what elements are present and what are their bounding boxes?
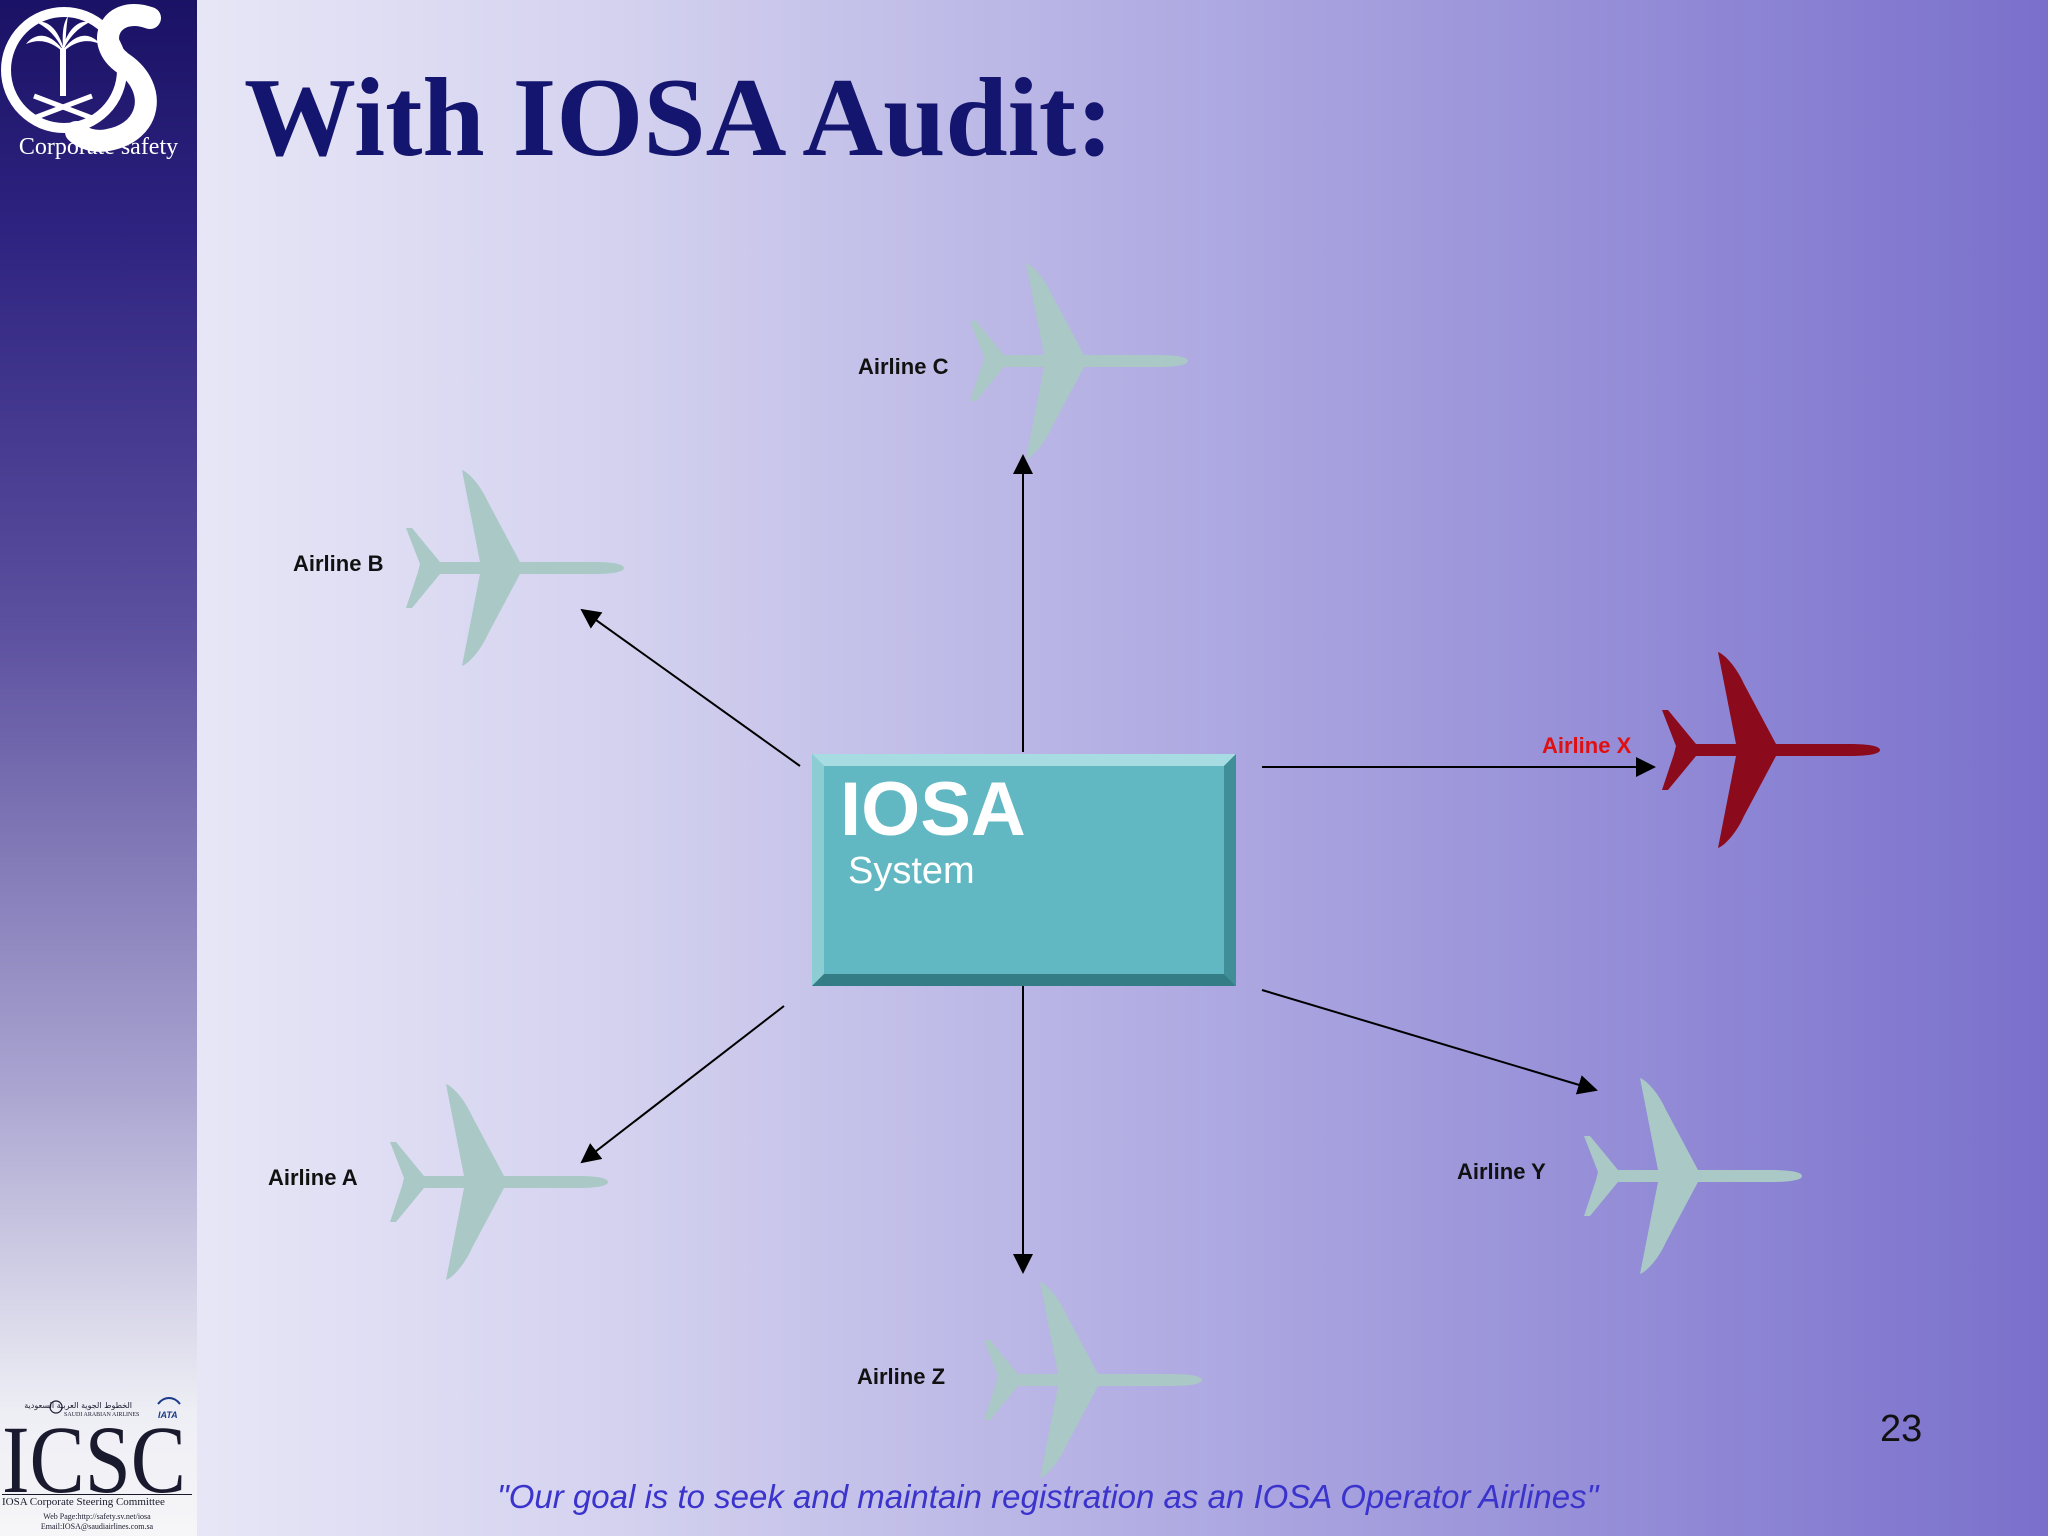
airplane-x-icon xyxy=(1662,652,1880,848)
icsc-logo: الخطوط الجوية العربية السعودية SAUDI ARA… xyxy=(2,1397,186,1494)
icsc-subtitle: IOSA Corporate Steering Committee xyxy=(2,1494,192,1508)
slide-title: With IOSA Audit: xyxy=(244,56,1114,180)
arrow-to-airline-y xyxy=(1261,989,1598,1095)
label-airline-z: Airline Z xyxy=(857,1364,946,1389)
airplane-y-icon xyxy=(1584,1078,1802,1274)
label-airline-x: Airline X xyxy=(1542,733,1632,758)
iosa-system-box xyxy=(812,754,1236,986)
page-number: 23 xyxy=(1880,1408,1923,1450)
sword-icon xyxy=(33,93,93,121)
iata-logo-text: IATA xyxy=(158,1410,178,1420)
arrow-to-airline-b xyxy=(580,608,801,767)
corporate-safety-logo xyxy=(1,4,161,152)
iosa-box-title: IOSA xyxy=(840,767,1026,852)
arrow-to-airline-a xyxy=(580,1005,785,1164)
label-airline-c: Airline C xyxy=(858,354,949,379)
corporate-safety-caption: Corporate safety xyxy=(18,134,179,160)
icsc-email: Email:IOSA@saudiairlines.com.sa xyxy=(40,1522,154,1531)
label-airline-b: Airline B xyxy=(293,551,384,576)
partner-latin-text: SAUDI ARABIAN AIRLINES xyxy=(64,1412,139,1418)
airplane-z-icon xyxy=(984,1282,1202,1478)
footer-quote: "Our goal is to seek and maintain regist… xyxy=(497,1478,1599,1515)
airplane-a-icon xyxy=(390,1084,608,1280)
iosa-box-subtitle: System xyxy=(848,850,975,892)
label-airline-y: Airline Y xyxy=(1457,1159,1546,1184)
airplane-b-icon xyxy=(406,470,624,666)
saudia-emblem-icon xyxy=(49,1400,63,1414)
iata-arc-icon xyxy=(157,1397,181,1405)
airplane-c-icon xyxy=(970,263,1188,459)
partner-arabic-text: الخطوط الجوية العربية السعودية xyxy=(24,1401,132,1410)
icsc-web-page: Web Page:http://safety.sv.net/iosa xyxy=(43,1512,151,1521)
icsc-logo-text: ICSC xyxy=(2,1406,186,1494)
palm-swords-emblem-icon xyxy=(26,16,100,96)
label-airline-a: Airline A xyxy=(268,1165,358,1190)
sidebar xyxy=(0,0,197,1536)
